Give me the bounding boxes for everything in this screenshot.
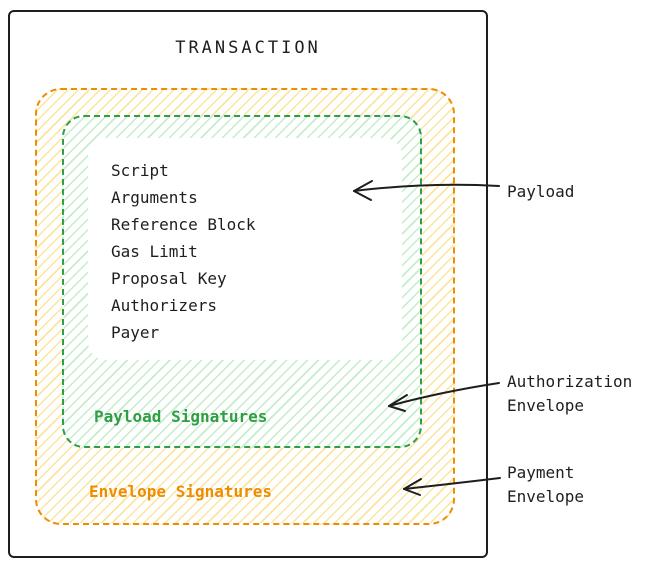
envelope-signatures-label: Envelope Signatures: [89, 482, 273, 501]
transaction-box: TRANSACTION Script Arguments Reference B…: [8, 10, 488, 558]
annotation-payment-envelope: Payment Envelope: [507, 461, 584, 509]
annotation-authorization-envelope: Authorization Envelope: [507, 370, 632, 418]
payload-field-script: Script: [111, 161, 169, 180]
annotation-authorization-envelope-line2: Envelope: [507, 396, 585, 415]
authorization-envelope-box: Script Arguments Reference Block Gas Lim…: [62, 115, 422, 448]
payload-field-arguments: Arguments: [111, 188, 198, 207]
payload-field-gas-limit: Gas Limit: [111, 242, 198, 261]
payment-envelope-box: Script Arguments Reference Block Gas Lim…: [35, 88, 455, 525]
payload-field-proposal-key: Proposal Key: [111, 269, 227, 288]
diagram-title: TRANSACTION: [175, 38, 321, 58]
annotation-authorization-envelope-line1: Authorization: [507, 372, 633, 391]
payload-signatures-label: Payload Signatures: [94, 407, 268, 426]
payload-field-authorizers: Authorizers: [111, 296, 217, 315]
payload-field-reference-block: Reference Block: [111, 215, 256, 234]
annotation-payment-envelope-line2: Envelope: [507, 487, 585, 506]
payload-box: Script Arguments Reference Block Gas Lim…: [88, 138, 402, 360]
payload-field-payer: Payer: [111, 323, 160, 342]
annotation-payment-envelope-line1: Payment: [507, 463, 575, 482]
annotation-payload: Payload: [507, 182, 575, 201]
